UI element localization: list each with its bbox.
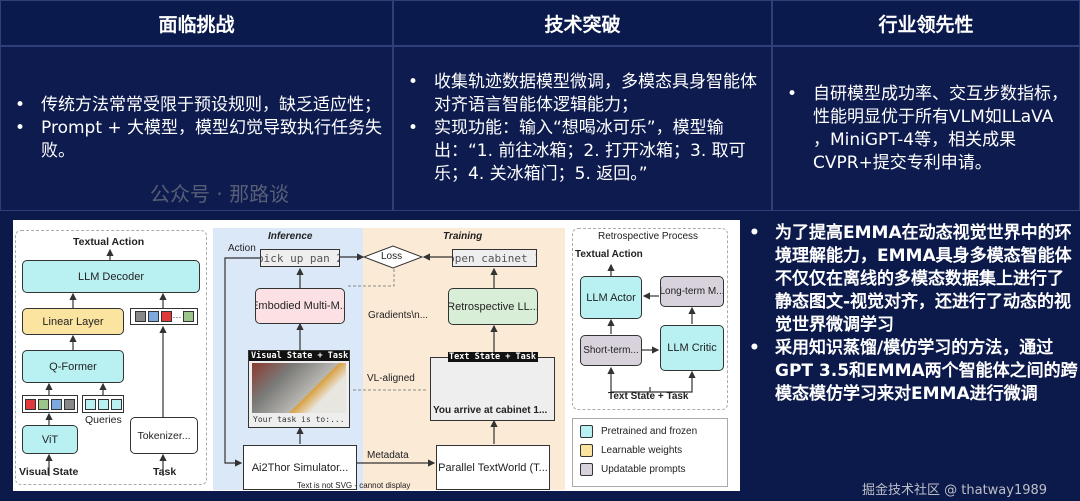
legend-item: Learnable weights [579,444,727,457]
metadata-label: Metadata [367,450,409,461]
your-task-text: Your task is to:... [253,415,345,424]
visual-state-card: Visual State + Task Your task is to:... [248,350,350,428]
visual-state-tag: Visual State + Task [249,351,349,361]
open-cabinet-box: open cabinet 1 [452,249,537,267]
visual-tokens [22,395,78,413]
textworld-box: Parallel TextWorld (T... [436,445,550,490]
watermark-wechat: 公众号 · 那路谈 [150,182,290,206]
loss-label: Loss [381,251,403,262]
q-former-box: Q-Former [22,350,124,383]
linear-layer-box: Linear Layer [22,308,124,335]
long-term-memory-box: Long-term M... [660,276,724,307]
training-label: Training [443,231,483,242]
prompts-swatch-icon [580,463,593,476]
legend-label: Updatable prompts [601,464,686,475]
token-strip: ··· [130,308,198,325]
llm-critic-box: LLM Critic [660,325,724,371]
cell-challenges: 传统方法常常受限于预设规则，缺乏适应性；Prompt + 大模型，模型幻觉导致执… [0,46,393,211]
cell-breakthrough: 收集轨迹数据模型微调，多模态具身智能体对齐语言智能体逻辑能力；实现功能：输入“想… [393,46,772,211]
ai2thor-simulator-box: Ai2Thor Simulator... [243,445,357,490]
vit-box: ViT [22,425,78,454]
header-label: 行业领先性 [878,13,974,36]
list-item: 收集轨迹数据模型微调，多模态具身智能体对齐语言智能体逻辑能力； [404,71,763,117]
legend-item: Pretrained and frozen [579,425,727,438]
query-tokens [82,395,124,413]
header-label: 面临挑战 [158,13,235,36]
retro-title: Retrospective Process [598,231,699,242]
textual-action-label: Textual Action [73,236,145,248]
short-term-memory-box: Short-term... [580,335,642,366]
legend-label: Learnable weights [601,445,683,456]
header-breakthrough: 技术突破 [393,0,772,46]
action-label: Action [228,243,256,254]
cell-leadership: 自研模型成功率、交互步数指标，性能明显优于所有VLM如LLaVA ，MiniGP… [772,46,1080,211]
list-item: 采用知识蒸馏/模仿学习的方法，通过GPT 3.5和EMMA两个智能体之间的跨模态… [745,337,1080,406]
legend-label: Pretrained and frozen [601,426,698,437]
gradients-label: Gradients\n... [368,310,429,321]
retro-textual-action: Textual Action [575,249,643,260]
emma-diagram: Textual Action LLM Decoder Linear Layer … [13,220,740,491]
tokenizer-box: Tokenizer... [130,417,198,454]
legend-item: Updatable prompts [579,463,727,476]
ellipsis: ··· [172,311,182,322]
legend: Pretrained and frozen Learnable weights … [572,418,728,487]
queries-label: Queries [85,414,122,426]
pick-up-action-box: pick up pan 2 [260,249,340,267]
header-label: 技术突破 [544,13,621,36]
inference-label: Inference [268,231,313,242]
not-svg-note: Text is not SVG - cannot display [297,481,411,490]
frozen-swatch-icon [580,425,593,438]
list-item: 自研模型成功率、交互步数指标，性能明显优于所有VLM如LLaVA ，MiniGP… [783,83,1071,175]
arrows-layer [45,245,696,476]
vl-aligned-label: VL-aligned [367,373,415,384]
list-item: 传统方法常常受限于预设规则，缺乏适应性； [11,94,384,117]
llm-decoder-box: LLM Decoder [22,260,200,293]
visual-state-label: Visual State [19,466,79,478]
retro-input-label: Text State + Task [608,391,689,402]
embodied-model-box: Embodied Multi-M... [255,288,345,324]
left-dashed-frame [15,230,207,485]
loss-diamond [362,245,424,269]
list-item: Prompt + 大模型，模型幻觉导致执行任务失败。 [11,117,384,163]
arrive-text: You arrive at cabinet 1... [433,405,548,416]
watermark-juejin: 掘金技术社区 @ thatway1989 [862,483,1048,498]
retrospective-llm-box: Retrospective LL... [448,288,538,325]
retro-dashed-frame [572,228,728,410]
list-item: 为了提高EMMA在动态视觉世界中的环境理解能力，EMMA具身多模态智能体不仅仅在… [745,222,1080,337]
learnable-swatch-icon [580,444,593,457]
right-summary: 为了提高EMMA在动态视觉世界中的环境理解能力，EMMA具身多模态智能体不仅仅在… [745,222,1080,406]
text-state-card: Text State + Task You arrive at cabinet … [430,352,555,421]
text-state-tag: Text State + Task [447,352,538,362]
header-leadership: 行业领先性 [772,0,1080,46]
header-challenges: 面临挑战 [0,0,393,46]
list-item: 实现功能：输入“想喝冰可乐”，模型输出：“1. 前往冰箱；2. 打开冰箱；3. … [404,117,763,186]
simulator-image [252,363,346,413]
llm-actor-box: LLM Actor [580,276,642,319]
task-label: Task [153,466,177,478]
